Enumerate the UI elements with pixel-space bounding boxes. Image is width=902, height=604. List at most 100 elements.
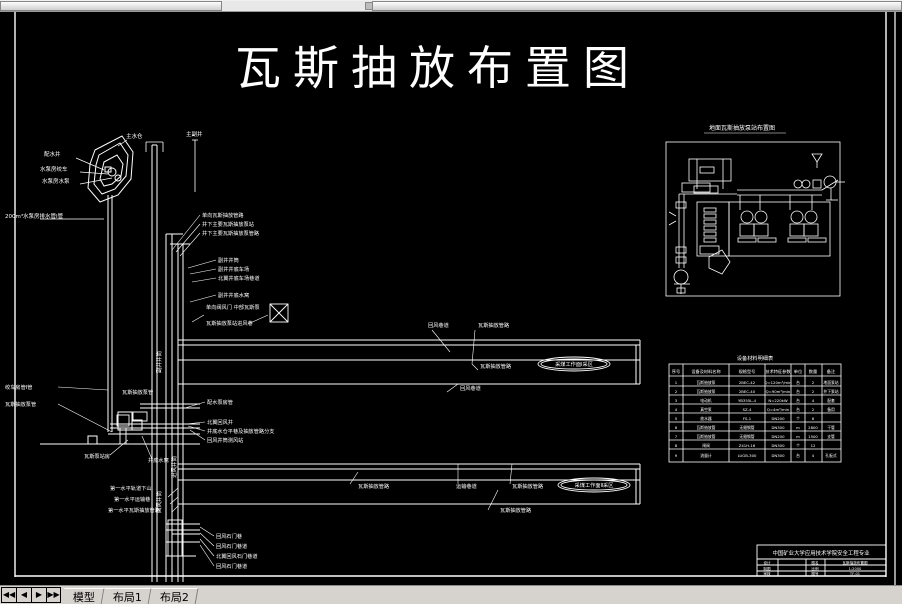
shaft-vertical-labels: 副井井筒 回风井筒 进风井筒 (155, 351, 178, 514)
callout-text: 主副井 (186, 130, 203, 138)
callout-text: 单向瓦斯抽放管路 (202, 211, 244, 219)
table-cell: 孔板式 (825, 453, 837, 458)
table-cell: 电动机 (700, 398, 712, 403)
tab-label: 模型 (72, 590, 95, 604)
callout-text: 井底水窝 (148, 456, 169, 464)
tab-nav-first[interactable]: ◀◀ (1, 587, 16, 603)
detail-valve-r2 (801, 179, 811, 189)
table-caption: 设备材料明细表 (737, 354, 774, 362)
callout-text: 瓦斯泵站房 (84, 452, 110, 460)
table-cell: 台 (796, 389, 800, 394)
table-row: 8 闸阀 Z41H-16 DN300 个 12 (675, 443, 816, 448)
upper-roadway-group (178, 339, 641, 385)
tab-model[interactable]: 模型 (61, 587, 105, 604)
callout-text: 绞车房管Ⅰ管 (5, 383, 32, 391)
table-cell: Q=90m³/min (766, 389, 791, 394)
table-header-cell: 设备及材料名称 (691, 368, 720, 375)
table-cell: Z41H-16 (739, 443, 756, 448)
surface-building-2 (131, 419, 143, 431)
tab-nav-buttons[interactable]: ◀◀ ◀ ▶ ▶▶ (0, 587, 61, 604)
pump-circle-2 (754, 210, 768, 224)
title-block-cell: 制图 (763, 566, 771, 571)
tab-nav-prev[interactable]: ◀ (16, 587, 31, 603)
table-cell: 瓦斯抽放管 (697, 434, 716, 439)
table-cell: 台 (796, 398, 800, 403)
callout-text: 第一水平轨道下山 (110, 484, 152, 492)
title-block-row: 设计 图名 瓦斯抽放布置图 (763, 560, 868, 565)
tab-label: 布局2 (159, 590, 189, 604)
title-block-cell: 比例 (811, 566, 819, 571)
callouts-mid-text: 单向阀风门 中部瓦斯泵 瓦斯抽放泵站进风巷 (206, 303, 260, 327)
detail-tank (688, 158, 732, 182)
callout-text: 副井井底水窝 (218, 291, 249, 299)
tab-layout1[interactable]: 布局1 (101, 587, 152, 604)
bottom-leaders-right (199, 526, 215, 567)
callout-text: 主水仓 (126, 132, 143, 140)
table-cell: 台 (796, 407, 800, 412)
pump-circle-1 (740, 210, 754, 224)
table-cell: DN300 (771, 425, 785, 430)
pumphouse-inner (93, 142, 129, 195)
table-cell: 12 (811, 443, 816, 448)
callout-text: 瓦斯抽放泵站进风巷 (206, 319, 254, 327)
horizontal-scrollbar[interactable] (0, 0, 902, 12)
table-cell: 瓦斯抽放管 (697, 425, 716, 430)
callout-labels-left-pumphouse: 主水仓 配水井 水泵房绞车 水泵房水泵 200m³水泵房排水管Ⅰ管 (5, 132, 143, 220)
table-cell: DN300 (771, 453, 785, 458)
title-block-cell: 图号 (811, 571, 819, 576)
table-cell: 无缝钢管 (739, 434, 754, 439)
callout-text: 井下主要瓦斯抽放泵管路 (202, 229, 260, 237)
pump-box (116, 414, 130, 427)
table-cell: 干管 (827, 425, 835, 430)
table-cell: 1 (675, 380, 678, 385)
table-cell: 2 (812, 407, 815, 412)
title-block-row: 审核 图号 TF-01 (763, 571, 860, 576)
bottom-left-text: 绞车房管Ⅰ管 瓦斯抽放泵管 瓦斯泵站房 井底水窝 (5, 383, 169, 464)
table-header-cell: 技术特征参数 (765, 368, 791, 375)
drawing-canvas[interactable]: 瓦斯抽放布置图 (0, 12, 902, 585)
detail-valve-3 (675, 256, 687, 264)
table-cell: Q=4m³/min (767, 407, 790, 412)
callout-text: 200m³水泵房排水管Ⅰ管 (5, 212, 64, 220)
detail-box-a (681, 182, 711, 193)
mid-shaft-leaders (184, 401, 206, 441)
callouts-upper-shaft-leaders (171, 214, 217, 303)
detail-title: 地面瓦斯抽放泵站布置图 (709, 124, 775, 132)
table-cell: 7 (675, 434, 678, 439)
fan-symbol-box (269, 303, 289, 323)
bottom-shaft-group (166, 519, 200, 557)
table-cell: 2BEC-42 (739, 380, 756, 385)
shaft-head-detail (145, 139, 198, 192)
detail-valve-2 (675, 246, 687, 254)
workface-bubble-lower (557, 477, 631, 493)
table-cell: 2BEC-40 (739, 389, 756, 394)
table-cell: Q=120m³/min (764, 380, 792, 385)
table-cell: 2 (812, 389, 815, 394)
title-block-group (756, 544, 887, 577)
callout-text: 井下主要瓦斯抽放泵站 (202, 220, 254, 228)
drawing-title: 瓦斯抽放布置图 (235, 41, 641, 95)
workface-bubble-label-lower: 采煤工作面Ⅱ采区 (575, 481, 614, 489)
pump-base-2 (753, 223, 769, 237)
table-cell: N=220kW (768, 398, 787, 403)
callout-text: 配水泵房管 (207, 398, 233, 406)
pump-symbol-2 (114, 174, 122, 182)
layout-tab-bar[interactable]: ◀◀ ◀ ▶ ▶▶ 模型 布局1 布局2 (0, 585, 902, 604)
table-cell: 4 (675, 407, 678, 412)
scrollbar-thumb-left[interactable] (0, 1, 222, 11)
title-block-cell: 设计 (763, 560, 771, 565)
table-header-cell: 单位 (794, 368, 802, 375)
table-cell: 2 (812, 380, 815, 385)
table-cell: 地面泵站 (823, 380, 838, 385)
callout-text: 回风井筒测风站 (207, 436, 243, 444)
callout-text: 瓦斯抽放管路 (478, 321, 510, 329)
table-cell: 闸阀 (702, 443, 710, 448)
detail-hall-right (728, 201, 831, 257)
mid-shaft-text: 配水泵房管 北翼回风井 井底水仓平巷及抽放管路分支 回风井筒测风站 (207, 398, 274, 444)
tab-nav-next[interactable]: ▶ (31, 587, 46, 603)
scrollbar-thumb-right[interactable] (372, 1, 902, 11)
layout-tabs[interactable]: 模型 布局1 布局2 (61, 586, 199, 604)
tab-layout2[interactable]: 布局2 (148, 587, 199, 604)
table-cell: 台 (796, 380, 800, 385)
tab-nav-last[interactable]: ▶▶ (46, 587, 61, 603)
